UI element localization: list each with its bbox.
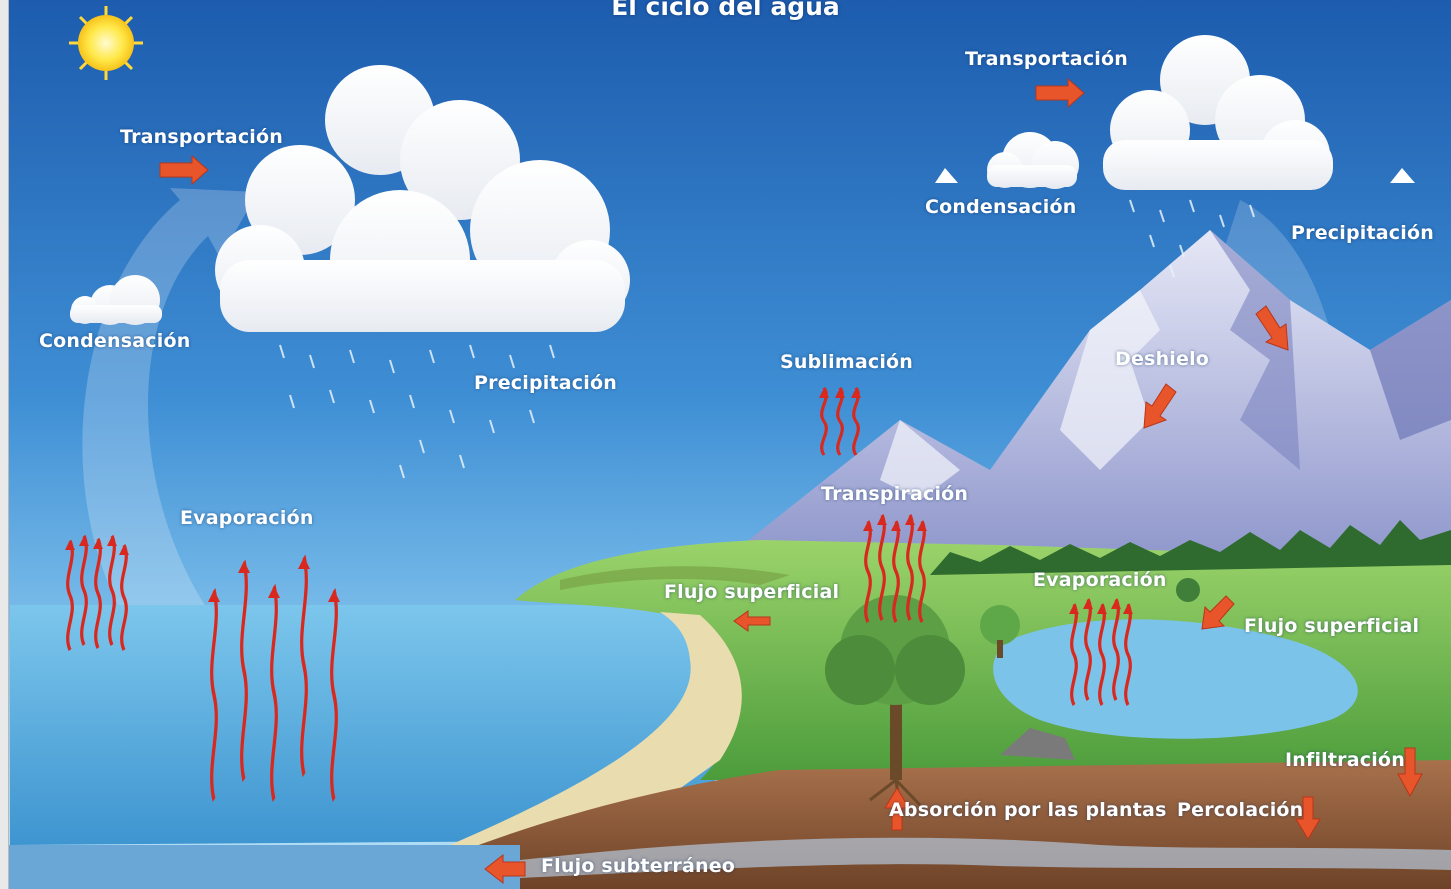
label-infiltration: Infiltración — [1285, 749, 1405, 771]
label-transport-left: Transportación — [120, 126, 283, 148]
rain-left — [279, 344, 555, 479]
label-sublimation: Sublimación — [780, 351, 914, 373]
cloud-icon — [70, 275, 162, 325]
label-surface-flow-left: Flujo superficial — [664, 581, 840, 603]
label-percolation: Percolación — [1177, 799, 1304, 821]
label-surface-flow-right: Flujo superficial — [1244, 615, 1420, 637]
tree — [825, 595, 965, 811]
orange-arrow-icon — [159, 77, 1423, 885]
label-groundwater-flow: Flujo subterráneo — [541, 855, 736, 877]
sea-floor — [0, 845, 520, 889]
diagram-title: El ciclo del agua — [611, 0, 840, 21]
label-precipitation-left: Precipitación — [474, 372, 617, 394]
label-condensation-left: Condensación — [39, 330, 191, 352]
lake — [993, 619, 1358, 739]
mountains — [730, 230, 1451, 560]
sun-icon — [69, 6, 143, 80]
label-condensation-right: Condensación — [925, 196, 1077, 218]
arrowheads — [65, 388, 1133, 614]
window-frame-edge — [0, 0, 9, 889]
cloud-icon — [1390, 168, 1415, 183]
cloud-icon — [987, 132, 1079, 189]
rain-right — [1129, 199, 1255, 278]
label-plant-absorption: Absorción por las plantas — [889, 799, 1167, 821]
label-evaporation-left: Evaporación — [180, 507, 314, 529]
label-transpiration: Transpiración — [821, 483, 969, 505]
sea — [10, 605, 729, 845]
label-evaporation-right: Evaporación — [1033, 569, 1167, 591]
cloud-icon — [215, 65, 630, 332]
forest — [930, 520, 1451, 575]
rock — [1000, 728, 1075, 760]
bushes — [980, 578, 1200, 658]
label-snowmelt: Deshielo — [1115, 348, 1210, 370]
cloud-icon — [935, 168, 958, 183]
cloud-icon — [1103, 35, 1333, 190]
label-precipitation-right: Precipitación — [1291, 222, 1434, 244]
groundwater — [520, 837, 1451, 878]
label-transport-right: Transportación — [965, 48, 1128, 70]
